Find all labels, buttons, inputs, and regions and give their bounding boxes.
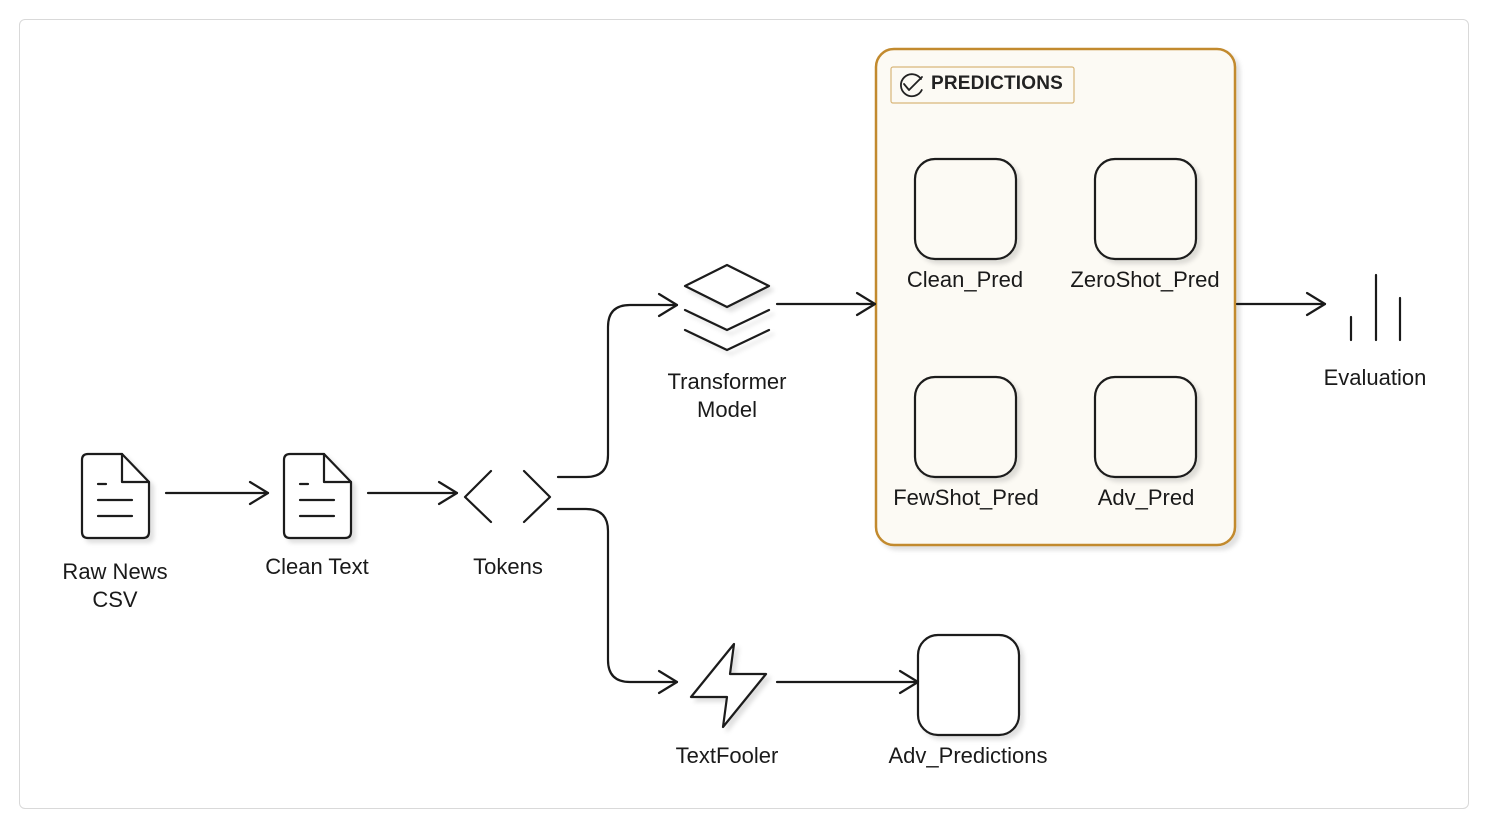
fewshot-pred-box[interactable] [913, 375, 1018, 479]
bar-chart-icon [1349, 273, 1402, 342]
code-brackets-icon [463, 469, 552, 524]
arrowhead [898, 669, 920, 695]
clean-text-label: Clean Text [265, 554, 369, 579]
zeroshot-pred-box[interactable] [1093, 157, 1198, 261]
arrowhead [657, 669, 679, 695]
arrowhead [248, 480, 270, 506]
document-icon [282, 452, 353, 540]
zeroshot-pred-label: ZeroShot_Pred [1070, 267, 1220, 292]
clean-pred-box[interactable] [913, 157, 1018, 261]
edge-tokens-to-textfooler [556, 507, 679, 684]
adv-pred-label: Adv_Pred [1097, 485, 1195, 510]
check-circle-icon [900, 73, 923, 98]
arrowhead [437, 480, 459, 506]
textfooler-label: TextFooler [675, 743, 779, 768]
arrowhead [1305, 291, 1327, 317]
layers-icon [683, 263, 771, 352]
document-icon [80, 452, 151, 540]
adv-predictions-box[interactable] [916, 633, 1021, 737]
predictions-badge [890, 66, 1075, 104]
transformer-label: Transformer Model [667, 369, 787, 422]
arrowhead [855, 291, 877, 317]
predictions-group-title: PREDICTIONS [931, 73, 1064, 94]
adv-predictions-label: Adv_Predictions [888, 743, 1048, 768]
raw-news-label: Raw News CSV [62, 559, 168, 612]
clean-pred-label: Clean_Pred [906, 267, 1024, 292]
adv-pred-box[interactable] [1093, 375, 1198, 479]
evaluation-label: Evaluation [1323, 365, 1427, 390]
edge-tokens-to-transformer [556, 303, 679, 479]
fewshot-pred-label: FewShot_Pred [893, 485, 1039, 510]
tokens-label: Tokens [473, 554, 543, 579]
arrowhead [657, 292, 679, 318]
lightning-icon [689, 642, 768, 729]
